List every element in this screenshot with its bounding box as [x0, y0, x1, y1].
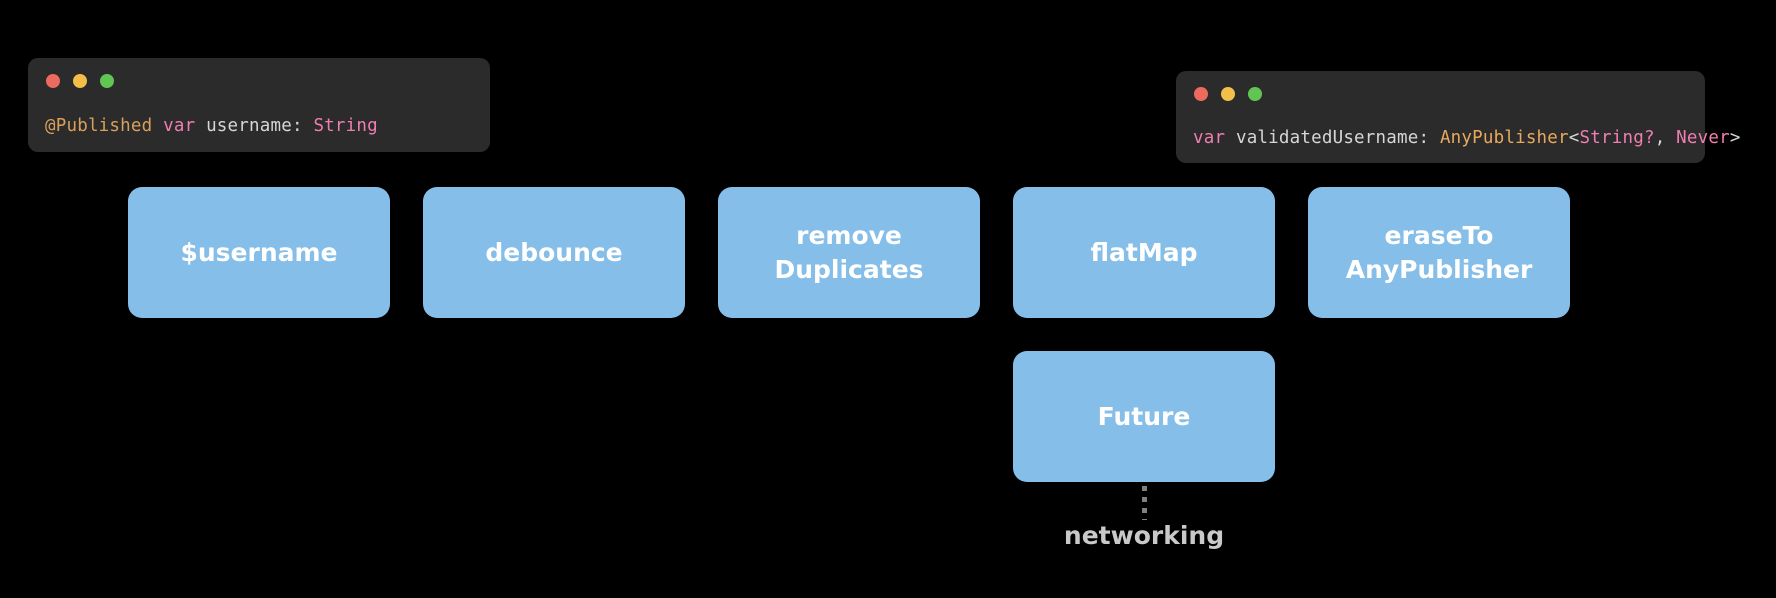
pipeline-node-label: $username	[180, 237, 338, 267]
close-button-icon[interactable]	[1194, 87, 1208, 101]
code-token-type-never: Never	[1676, 128, 1730, 148]
pipeline-node-debounce[interactable]: debounce	[423, 187, 685, 318]
pipeline-node-label-line1: eraseTo	[1384, 220, 1494, 250]
window-traffic-lights	[46, 74, 114, 88]
code-token-type-anypublisher: AnyPublisher	[1439, 128, 1569, 148]
pipeline-node-label: eraseTo AnyPublisher	[1346, 219, 1533, 287]
window-traffic-lights	[1194, 87, 1262, 101]
networking-annotation-label: networking	[1063, 521, 1225, 550]
code-token-keyword-var: var	[163, 116, 196, 136]
code-line-published-username: @Published var username: String	[45, 116, 378, 136]
maximize-button-icon[interactable]	[1248, 87, 1262, 101]
pipeline-node-username-publisher[interactable]: $username	[128, 187, 390, 318]
minimize-button-icon[interactable]	[73, 74, 87, 88]
pipeline-node-label: flatMap	[1090, 237, 1198, 267]
pipeline-node-label: remove Duplicates	[774, 219, 923, 287]
pipeline-node-label-line2: Duplicates	[774, 254, 924, 284]
pipeline-node-remove-duplicates[interactable]: remove Duplicates	[718, 187, 980, 318]
code-token-attribute: @Published	[45, 116, 153, 136]
code-token-comma: ,	[1654, 128, 1677, 148]
close-button-icon[interactable]	[46, 74, 60, 88]
code-token-type-string: String	[313, 116, 378, 136]
pipeline-node-erase-to-any-publisher[interactable]: eraseTo AnyPublisher	[1308, 187, 1570, 318]
maximize-button-icon[interactable]	[100, 74, 114, 88]
code-token-type-string-optional: String?	[1579, 128, 1655, 148]
pipeline-node-label-line2: AnyPublisher	[1345, 254, 1533, 284]
pipeline-node-label: Future	[1097, 401, 1191, 431]
code-token-angle-open: <	[1568, 128, 1580, 148]
pipeline-node-future[interactable]: Future	[1013, 351, 1275, 482]
code-line-validated-username: var validatedUsername: AnyPublisher<Stri…	[1193, 128, 1741, 148]
code-window-validated-username: var validatedUsername: AnyPublisher<Stri…	[1176, 71, 1740, 163]
code-token-space	[152, 116, 163, 136]
code-token-keyword-var: var	[1193, 128, 1226, 148]
code-token-identifier: username:	[195, 116, 314, 136]
code-token-angle-close: >	[1729, 128, 1741, 148]
dotted-connector-line	[1142, 486, 1147, 520]
pipeline-node-label: debounce	[485, 237, 623, 267]
code-token-identifier: validatedUsername:	[1225, 128, 1440, 148]
minimize-button-icon[interactable]	[1221, 87, 1235, 101]
pipeline-node-label-line1: remove	[796, 220, 902, 250]
code-window-published-username: @Published var username: String	[28, 58, 490, 152]
pipeline-node-flatmap[interactable]: flatMap	[1013, 187, 1275, 318]
